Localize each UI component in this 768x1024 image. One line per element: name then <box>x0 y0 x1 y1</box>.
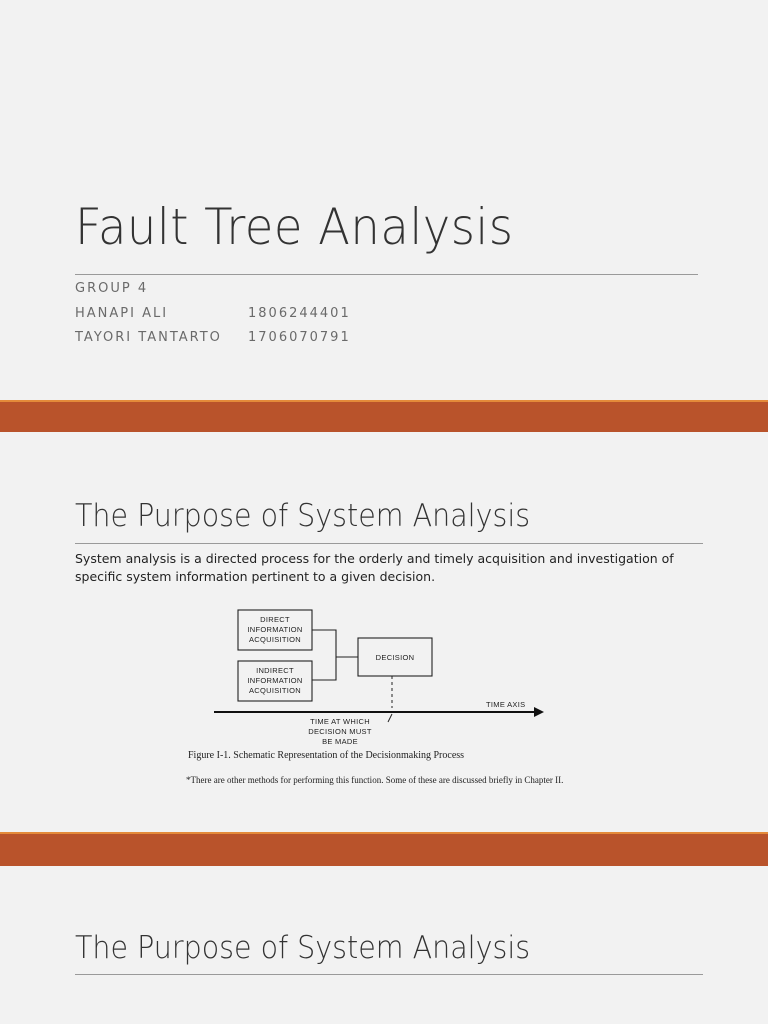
title-slide: Fault Tree Analysis GROUP 4 HANAPI ALI 1… <box>0 0 768 400</box>
direct-line-3: ACQUISITION <box>249 635 301 644</box>
figure-footnote: *There are other methods for performing … <box>186 775 564 785</box>
indirect-acquisition-box <box>237 660 313 702</box>
decision-time-pointer <box>387 713 393 723</box>
definition-paragraph: System analysis is a directed process fo… <box>75 551 674 584</box>
indirect-line-1: INDIRECT <box>256 666 294 675</box>
direct-line-2: INFORMATION <box>247 625 302 634</box>
slide-title: Fault Tree Analysis <box>75 198 514 256</box>
direct-line-1: DIRECT <box>260 615 290 624</box>
merge-connector <box>312 629 337 681</box>
member-name-1: HANAPI ALI <box>75 306 169 321</box>
slide-title: The Purpose of System Analysis <box>75 930 531 966</box>
time-note-line-1: TIME AT WHICH <box>310 717 370 726</box>
time-axis-label: TIME AXIS <box>486 700 525 709</box>
title-rule <box>75 274 698 275</box>
indirect-line-3: ACQUISITION <box>249 686 301 695</box>
slide-title: The Purpose of System Analysis <box>75 498 531 534</box>
decision-process-figure: DIRECT INFORMATION ACQUISITION INDIRECT … <box>180 604 580 804</box>
member-id-1: 1806244401 <box>248 306 351 321</box>
time-note-line-3: BE MADE <box>322 737 358 746</box>
group-label: GROUP 4 <box>75 281 149 296</box>
title-rule <box>75 974 703 975</box>
figure-caption: Figure I-1. Schematic Representation of … <box>188 750 465 761</box>
decision-label: DECISION <box>376 653 415 662</box>
member-name-2: TAYORI TANTARTO <box>75 330 222 345</box>
time-axis-arrow-icon <box>534 707 544 717</box>
slide-divider <box>0 400 768 432</box>
time-note-line-2: DECISION MUST <box>308 727 372 736</box>
slide-divider <box>0 832 768 866</box>
title-rule <box>75 543 703 544</box>
purpose-slide-2: The Purpose of System Analysis <box>0 866 768 1024</box>
decision-process-diagram: DIRECT INFORMATION ACQUISITION INDIRECT … <box>214 609 544 746</box>
member-id-2: 1706070791 <box>248 330 351 345</box>
purpose-slide: The Purpose of System Analysis System an… <box>0 432 768 832</box>
decision-box <box>357 637 433 677</box>
indirect-line-2: INFORMATION <box>247 676 302 685</box>
